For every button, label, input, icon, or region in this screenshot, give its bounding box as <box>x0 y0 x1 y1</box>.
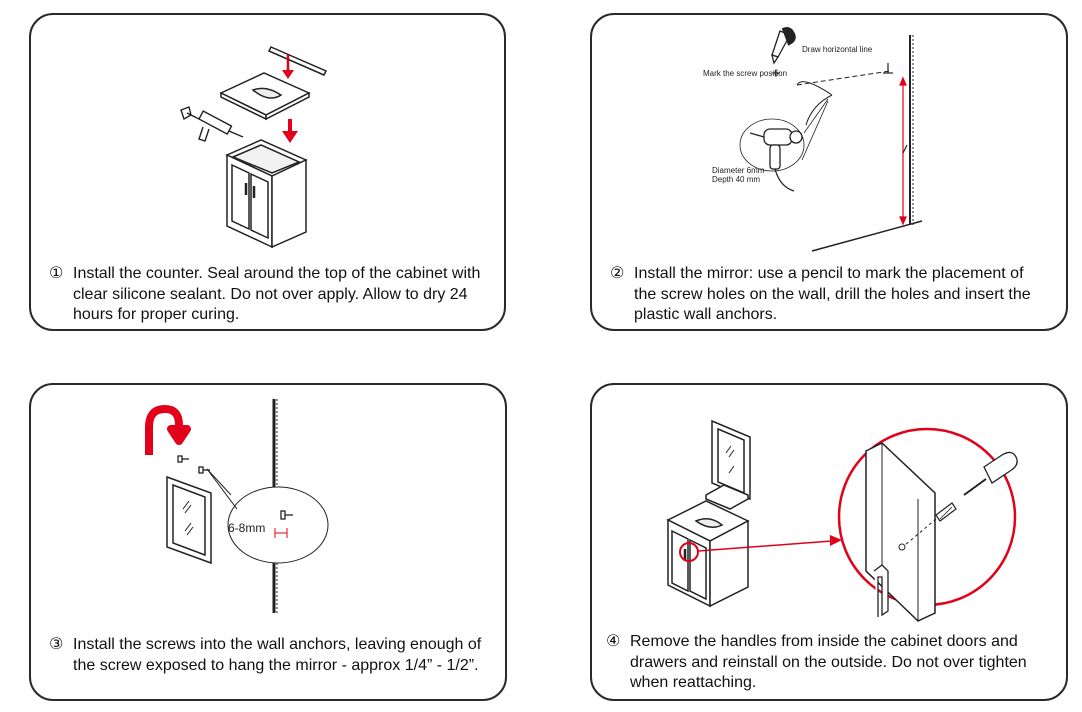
curved-arrow-icon <box>145 405 191 455</box>
detail-callout <box>837 427 1017 622</box>
mirror-icon <box>166 475 212 565</box>
step-3-caption: ③ Install the screws into the wall ancho… <box>49 635 501 676</box>
measurement-line <box>899 76 907 226</box>
down-arrow-icon <box>282 119 298 143</box>
step-2-panel: Draw horizontal line Mark the screw posi… <box>590 13 1068 331</box>
vanity-icon <box>666 484 750 608</box>
step-text: Install the mirror: use a pencil to mark… <box>634 265 1031 323</box>
gap-label: 6-8mm <box>228 521 265 535</box>
handle-icon <box>873 564 889 617</box>
screw-icon <box>177 455 210 474</box>
pencil-icon <box>771 27 796 65</box>
countertop-icon <box>219 72 311 121</box>
step-4-illustration <box>666 419 1018 622</box>
handle-highlight <box>679 542 699 562</box>
down-arrow-icon <box>282 55 294 79</box>
step-text: Remove the handles from inside the cabin… <box>630 633 1027 691</box>
step-1-caption: ① Install the counter. Seal around the t… <box>49 264 489 326</box>
step-number: ④ <box>606 633 621 650</box>
depth-label: Depth 40 mm <box>712 175 760 184</box>
cabinet-icon <box>225 139 308 249</box>
step-number: ① <box>49 265 64 282</box>
wall-icon <box>796 35 923 252</box>
step-1-illustration <box>180 46 328 249</box>
screw-icon <box>280 510 293 520</box>
step-3-illustration: 6-8mm <box>145 399 329 613</box>
gap-dimension <box>274 528 288 538</box>
pointer-arrow <box>697 535 842 552</box>
backsplash-icon <box>267 46 328 76</box>
mark-point-icon <box>772 69 833 126</box>
step-1-panel: ① Install the counter. Seal around the t… <box>29 13 506 331</box>
step-4-caption: ④ Remove the handles from inside the cab… <box>606 632 1058 694</box>
caulk-gun-icon <box>180 106 244 142</box>
step-2-caption: ② Install the mirror: use a pencil to ma… <box>610 264 1050 326</box>
step-2-illustration: Draw horizontal line Mark the screw posi… <box>703 27 923 252</box>
screwdriver-icon <box>963 451 1018 496</box>
step-number: ③ <box>49 636 64 653</box>
draw-line-label: Draw horizontal line <box>802 45 873 54</box>
step-3-panel: 6-8mm ③ Install the screws into the wall… <box>29 383 507 701</box>
screw-icon <box>935 502 957 522</box>
mark-screw-label: Mark the screw position <box>703 69 787 78</box>
diameter-label: Diameter 6mm <box>712 166 765 175</box>
screw-hole-icon <box>898 543 906 551</box>
step-text: Install the screws into the wall anchors… <box>73 636 482 674</box>
detail-callout <box>206 468 329 564</box>
step-number: ② <box>610 265 625 282</box>
step-4-panel: ④ Remove the handles from inside the cab… <box>590 383 1068 701</box>
drill-icon <box>749 128 803 192</box>
step-text: Install the counter. Seal around the top… <box>73 265 481 323</box>
